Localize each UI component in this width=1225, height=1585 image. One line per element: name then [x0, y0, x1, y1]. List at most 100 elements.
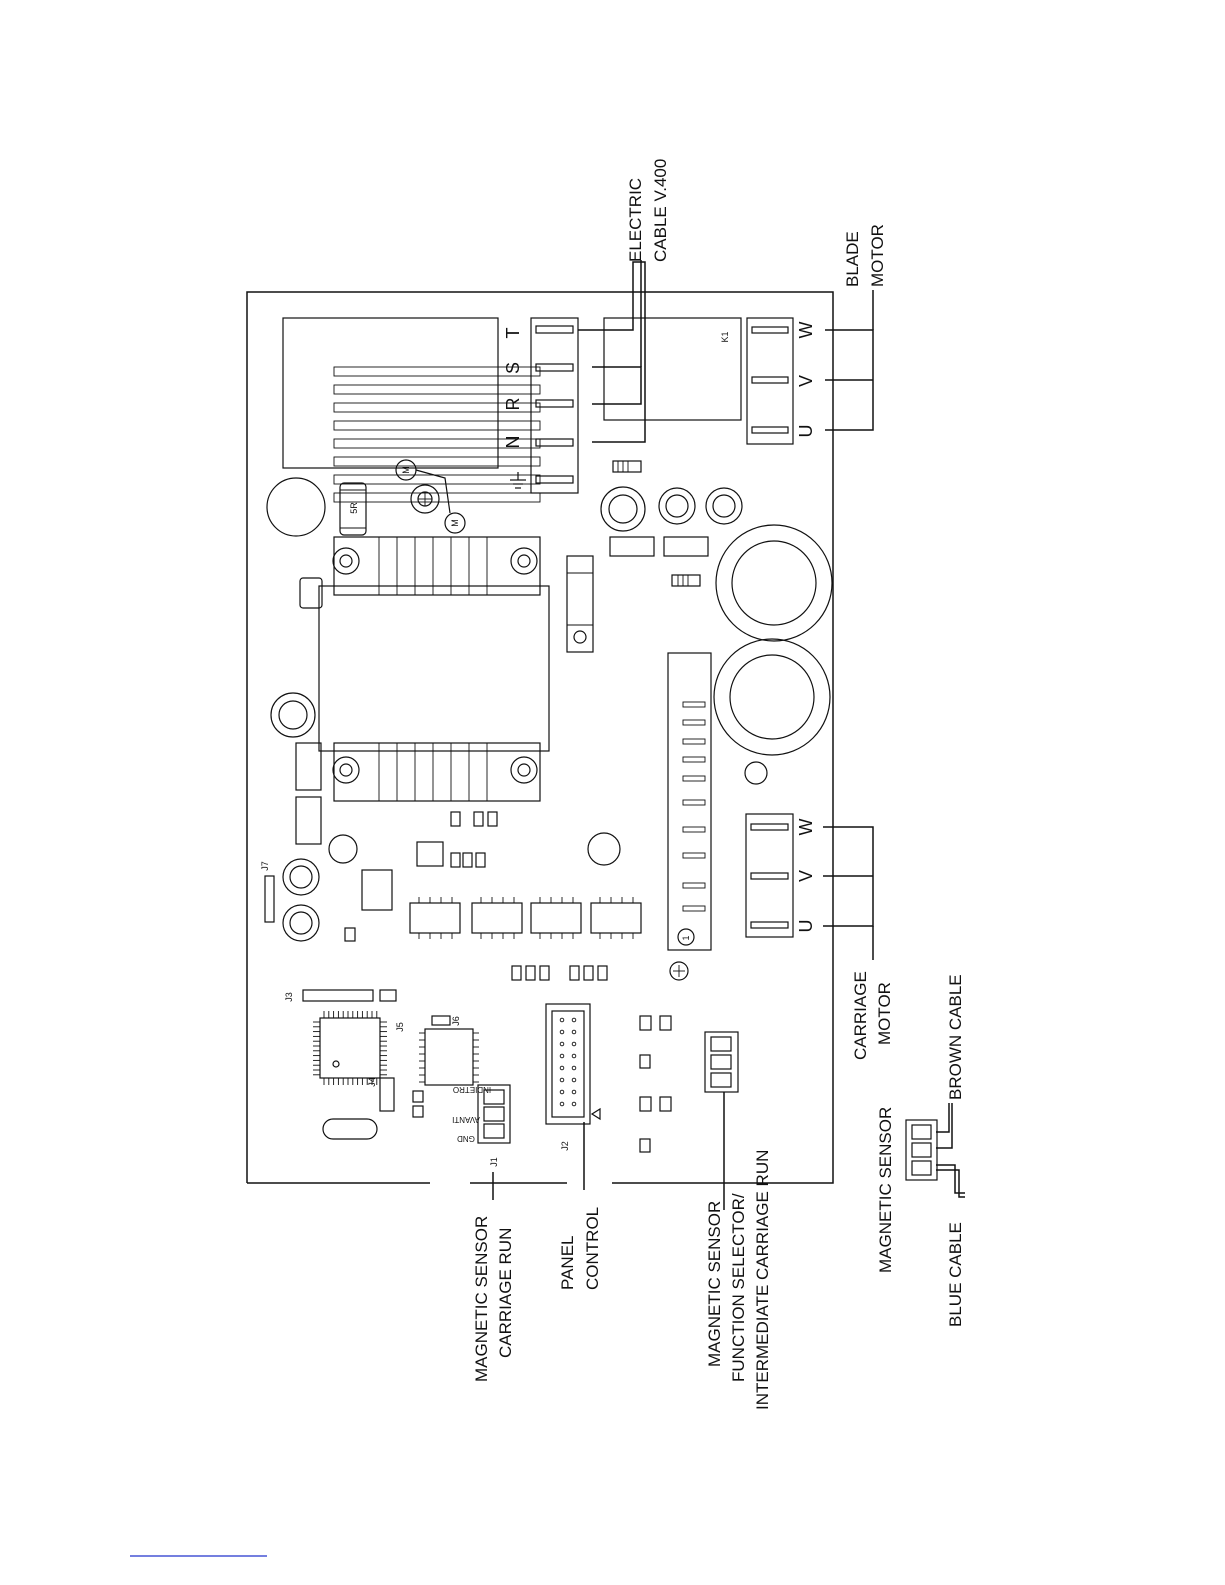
svg-text:M: M: [401, 466, 411, 474]
j2-pin: [560, 1090, 564, 1094]
j2-pin: [572, 1102, 576, 1106]
svg-text:INDIETRO: INDIETRO: [453, 1085, 491, 1094]
heatsink-fin-top: [334, 421, 540, 430]
small-capacitors: [601, 487, 742, 556]
label-carriage: CARRIAGE: [851, 971, 870, 1060]
large-capacitors: [714, 525, 832, 784]
j7-area: J7: [260, 859, 392, 941]
smd-part: [540, 966, 549, 980]
power-terminal-block: [531, 318, 578, 493]
j2-pin: [572, 1078, 576, 1082]
smd-part: [598, 966, 607, 980]
heatsink-screw: [511, 548, 537, 574]
resistor-5r: 5R: [340, 483, 366, 535]
label-blade: BLADE: [843, 231, 862, 287]
strip-pin: [683, 883, 705, 888]
j2-pin: [572, 1066, 576, 1070]
left-parts: [271, 578, 620, 865]
heatsink-fin-top: [334, 493, 540, 502]
heatsink-screw-center: [340, 764, 352, 776]
transformer-block: [283, 318, 498, 468]
strip-pin: [683, 739, 705, 744]
terminal-r: R: [503, 398, 523, 411]
strip-pin: [683, 776, 705, 781]
svg-text:J1: J1: [489, 1157, 499, 1167]
connector-strip: 1: [668, 653, 711, 980]
heatsink-fin-top: [334, 457, 540, 466]
strip-pin: [683, 757, 705, 762]
heatsink-screw-center: [340, 555, 352, 567]
smd-part: [584, 966, 593, 980]
dip-relay: [472, 903, 522, 933]
smd-part: [451, 853, 460, 867]
function-selector-connector: [705, 1032, 738, 1092]
heatsink-screw: [333, 548, 359, 574]
j2-pin: [572, 1030, 576, 1034]
blade-terminal-v: V: [796, 375, 816, 387]
smd-part: [512, 966, 521, 980]
j3-header: J3 J5: [284, 990, 405, 1032]
dip-relays: [410, 897, 641, 939]
label-blade-motor: MOTOR: [868, 224, 887, 287]
smd-part: [474, 812, 483, 826]
j2-connector: J2: [546, 1004, 600, 1151]
label-ms-function-1: MAGNETIC SENSOR: [705, 1201, 724, 1367]
smd-part: [526, 966, 535, 980]
label-cable-v400: CABLE V.400: [651, 159, 670, 262]
heatsink-screw-center: [518, 555, 530, 567]
svg-text:5R: 5R: [349, 502, 359, 514]
label-ms-carriage-run-1: MAGNETIC SENSOR: [472, 1216, 491, 1382]
magnetic-sensor-part: [906, 1103, 965, 1197]
j2-pin: [572, 1054, 576, 1058]
smd-part: [488, 812, 497, 826]
buzzer: [267, 478, 325, 536]
terminal-t: T: [503, 328, 523, 339]
carriage-terminal-v: V: [796, 870, 816, 882]
strip-pin: [683, 800, 705, 805]
svg-text:AVANTI: AVANTI: [452, 1115, 480, 1124]
blade-terminal-w: W: [796, 322, 816, 339]
dip-relay: [591, 903, 641, 933]
smd-part: [476, 853, 485, 867]
svg-text:GND: GND: [457, 1134, 475, 1143]
label-blue-cable: BLUE CABLE: [946, 1222, 965, 1327]
diode-top: [613, 461, 641, 472]
svg-text:M: M: [450, 519, 460, 527]
svg-text:1: 1: [681, 935, 691, 940]
label-magnetic-sensor: MAGNETIC SENSOR: [876, 1107, 895, 1273]
label-carriage-motor: MOTOR: [875, 982, 894, 1045]
microcontroller-chip: [313, 1011, 387, 1085]
label-ms-function-2: FUNCTION SELECTOR/: [729, 1193, 748, 1382]
carriage-motor-terminal-block: [746, 814, 793, 937]
strip-pin: [683, 906, 705, 911]
label-ms-function-3: INTERMEDIATE CARRIAGE RUN: [753, 1150, 772, 1410]
relay-k1-label: K1: [720, 331, 730, 342]
label-panel: PANEL: [558, 1236, 577, 1291]
label-electric: ELECTRIC: [626, 178, 645, 262]
blade-terminal-u: U: [796, 425, 816, 438]
svg-text:J7: J7: [260, 861, 270, 871]
motor-link: M M: [396, 460, 465, 533]
power-terminal-labels: T S R N: [503, 328, 526, 489]
j1-connector: INDIETRO AVANTI GND J1: [452, 1085, 510, 1167]
heatsink-screw: [333, 757, 359, 783]
svg-text:J5: J5: [395, 1022, 405, 1032]
smd-part: [451, 812, 460, 826]
svg-text:J2: J2: [560, 1141, 570, 1151]
smd-part: [463, 853, 472, 867]
j2-pin: [560, 1042, 564, 1046]
strip-pin: [683, 853, 705, 858]
heatsink-screw: [511, 757, 537, 783]
label-panel-control: CONTROL: [583, 1207, 602, 1290]
carriage-terminal-w: W: [796, 819, 816, 836]
heatsink-module: [319, 367, 549, 801]
diode-mid: [672, 575, 700, 586]
carriage-terminal-u: U: [796, 920, 816, 933]
j2-pin: [560, 1030, 564, 1034]
svg-text:J6: J6: [451, 1016, 461, 1026]
j2-pin: [572, 1042, 576, 1046]
dip-relay: [531, 903, 581, 933]
blade-motor-leader: [825, 290, 873, 430]
strip-pin: [683, 827, 705, 832]
